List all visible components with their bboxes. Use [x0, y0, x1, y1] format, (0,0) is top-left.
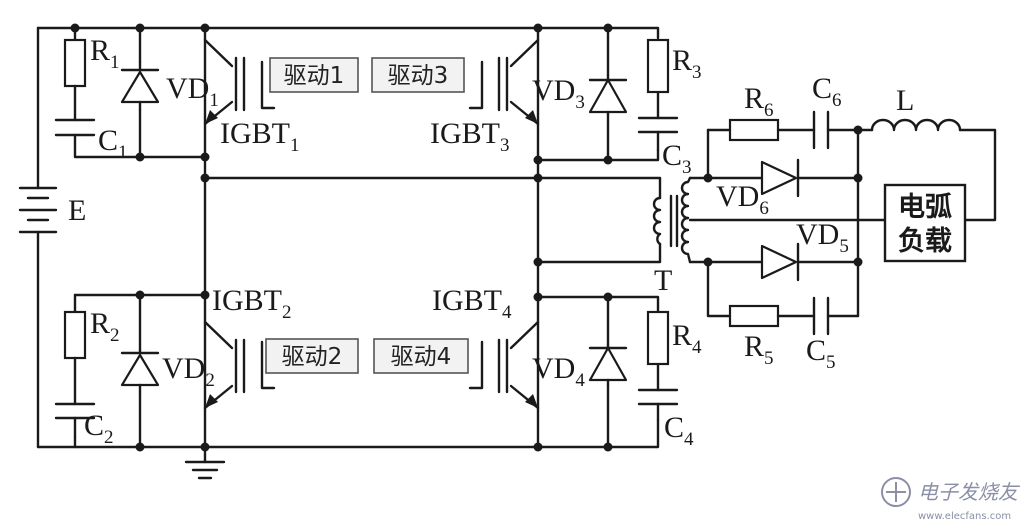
- svg-text:C1: C1: [98, 124, 128, 163]
- svg-text:C4: C4: [664, 411, 694, 450]
- igbt1-label: IGBT: [220, 117, 290, 150]
- capacitor-c4: [637, 388, 679, 406]
- inductor-label: L: [896, 84, 914, 117]
- output-network: 电弧 负载 R6 C6 L VD6 VD5 R5 C5: [688, 72, 997, 373]
- driver-boxes: 驱动1 驱动3 驱动2 驱动4: [265, 57, 469, 374]
- svg-text:VD1: VD1: [166, 72, 219, 111]
- diode-vd6: [760, 160, 798, 196]
- c1-label: C: [98, 124, 118, 157]
- capacitor-c3: [637, 116, 679, 134]
- driver-4-label: 驱动4: [391, 344, 452, 370]
- resistor-r1: [63, 38, 87, 88]
- main-wires: [36, 26, 662, 449]
- svg-text:VD3: VD3: [532, 74, 585, 113]
- r4-label: R: [672, 319, 692, 352]
- svg-text:VD6: VD6: [716, 180, 769, 219]
- svg-text:C6: C6: [812, 72, 842, 111]
- svg-text:R4: R4: [672, 319, 702, 358]
- driver-2-label: 驱动2: [282, 344, 343, 370]
- resistor-r6: [728, 118, 780, 142]
- driver-1-box: [269, 57, 359, 93]
- driver-1-label: 驱动1: [284, 63, 345, 89]
- r3-label: R: [672, 44, 692, 77]
- watermark-text: 电子发烧友: [918, 480, 1021, 504]
- c2-label: C: [84, 409, 104, 442]
- vd4-label: VD: [532, 352, 575, 385]
- c3-label: C: [662, 139, 682, 172]
- snubber-1: R1 C1 VD1: [54, 34, 219, 163]
- transformer-label: T: [654, 264, 672, 297]
- junction-dots: [70, 23, 863, 452]
- svg-text:R6: R6: [744, 82, 774, 121]
- c4-label: C: [664, 411, 684, 444]
- driver-4-box: [373, 338, 469, 374]
- igbt-4: IGBT4: [432, 284, 540, 410]
- snubber-4: R4 C4 VD4: [532, 310, 702, 450]
- resistor-r5: [728, 304, 780, 328]
- svg-text:C3: C3: [662, 139, 692, 178]
- driver-3-box: [371, 57, 465, 93]
- igbt-3: IGBT3: [430, 38, 540, 156]
- svg-text:IGBT4: IGBT4: [432, 284, 512, 323]
- igbt4-label: IGBT: [432, 284, 502, 317]
- resistor-r4: [646, 310, 670, 366]
- svg-text:R1: R1: [90, 34, 120, 73]
- diode-vd4: [588, 346, 628, 382]
- svg-text:VD4: VD4: [532, 352, 585, 391]
- snubber-2: R2 C2 VD2: [54, 293, 215, 448]
- resistor-r3: [646, 38, 670, 94]
- svg-text:C5: C5: [806, 334, 836, 373]
- snubber-3: R3 C3 VD3: [532, 38, 702, 178]
- resistor-r2: [63, 310, 87, 360]
- vd2-label: VD: [162, 352, 205, 385]
- r1-label: R: [90, 34, 110, 67]
- svg-text:R5: R5: [744, 330, 774, 369]
- capacitor-c6: [812, 110, 830, 150]
- driver-3-label: 驱动3: [388, 63, 449, 89]
- svg-text:R2: R2: [90, 307, 120, 346]
- diode-vd3: [588, 78, 628, 114]
- svg-text:VD5: VD5: [796, 218, 849, 257]
- svg-text:IGBT2: IGBT2: [212, 284, 292, 323]
- arc-load-box: [883, 183, 967, 263]
- capacitor-c1: [54, 118, 96, 137]
- r6-label: R: [744, 82, 764, 115]
- diode-vd1: [120, 70, 160, 104]
- diode-vd2: [120, 353, 160, 387]
- watermark: 电子发烧友 www.elecfans.com: [881, 477, 1021, 522]
- vd6-label: VD: [716, 180, 759, 213]
- r5-label: R: [744, 330, 764, 363]
- arc-load-line1: 电弧: [898, 192, 952, 223]
- arc-load-line2: 负载: [898, 226, 952, 257]
- diode-vd5: [760, 244, 798, 280]
- battery-label: E: [68, 194, 86, 227]
- r2-label: R: [90, 307, 110, 340]
- igbt2-label: IGBT: [212, 284, 282, 317]
- svg-text:IGBT3: IGBT3: [430, 117, 510, 156]
- igbt-1: IGBT1: [203, 38, 300, 156]
- ground-symbol: [184, 445, 226, 480]
- igbt3-label: IGBT: [430, 117, 500, 150]
- svg-text:C2: C2: [84, 409, 114, 448]
- vd3-label: VD: [532, 74, 575, 107]
- battery-e: E: [18, 186, 86, 234]
- transformer-t: T: [652, 176, 692, 297]
- capacitor-c5: [812, 296, 830, 336]
- watermark-url: www.elecfans.com: [918, 511, 1011, 522]
- svg-text:R3: R3: [672, 44, 702, 83]
- igbt-2: IGBT2: [203, 284, 292, 410]
- svg-text:IGBT1: IGBT1: [220, 117, 300, 156]
- svg-text:VD2: VD2: [162, 352, 215, 391]
- vd1-label: VD: [166, 72, 209, 105]
- c5-label: C: [806, 334, 826, 367]
- driver-2-box: [265, 338, 359, 374]
- c6-label: C: [812, 72, 832, 105]
- vd5-label: VD: [796, 218, 839, 251]
